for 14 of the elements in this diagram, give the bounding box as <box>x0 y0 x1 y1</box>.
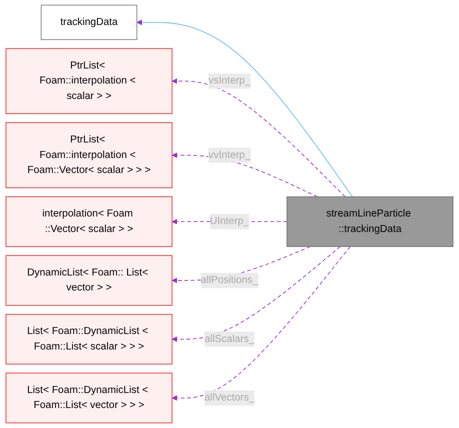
node-box: PtrList< Foam::interpolation < Foam::Vector< scalar > > > <box>6 122 172 188</box>
edge-label: allPositions_ <box>200 274 258 286</box>
edge-label: allScalars_ <box>204 333 254 344</box>
node-box: DynamicList< Foam:: List< vector > > <box>6 255 172 306</box>
edge-label: vsInterp_ <box>208 75 251 86</box>
edge-label: UInterp_ <box>210 216 250 227</box>
node-box: streamLineParticle ::trackingData <box>286 196 454 247</box>
node-box: List< Foam::DynamicList < Foam::List< scalar > > > <box>6 314 172 364</box>
node-box: PtrList< Foam::interpolation < scalar > > <box>6 48 172 114</box>
node-box: List< Foam::DynamicList < Foam::List< vector > > > <box>6 372 172 424</box>
node-box: trackingData <box>40 4 138 40</box>
edge-label: vvInterp_ <box>208 149 251 160</box>
node-box: interpolation< Foam ::Vector< scalar > > <box>6 196 172 247</box>
edge-label: allVectors_ <box>204 392 254 404</box>
